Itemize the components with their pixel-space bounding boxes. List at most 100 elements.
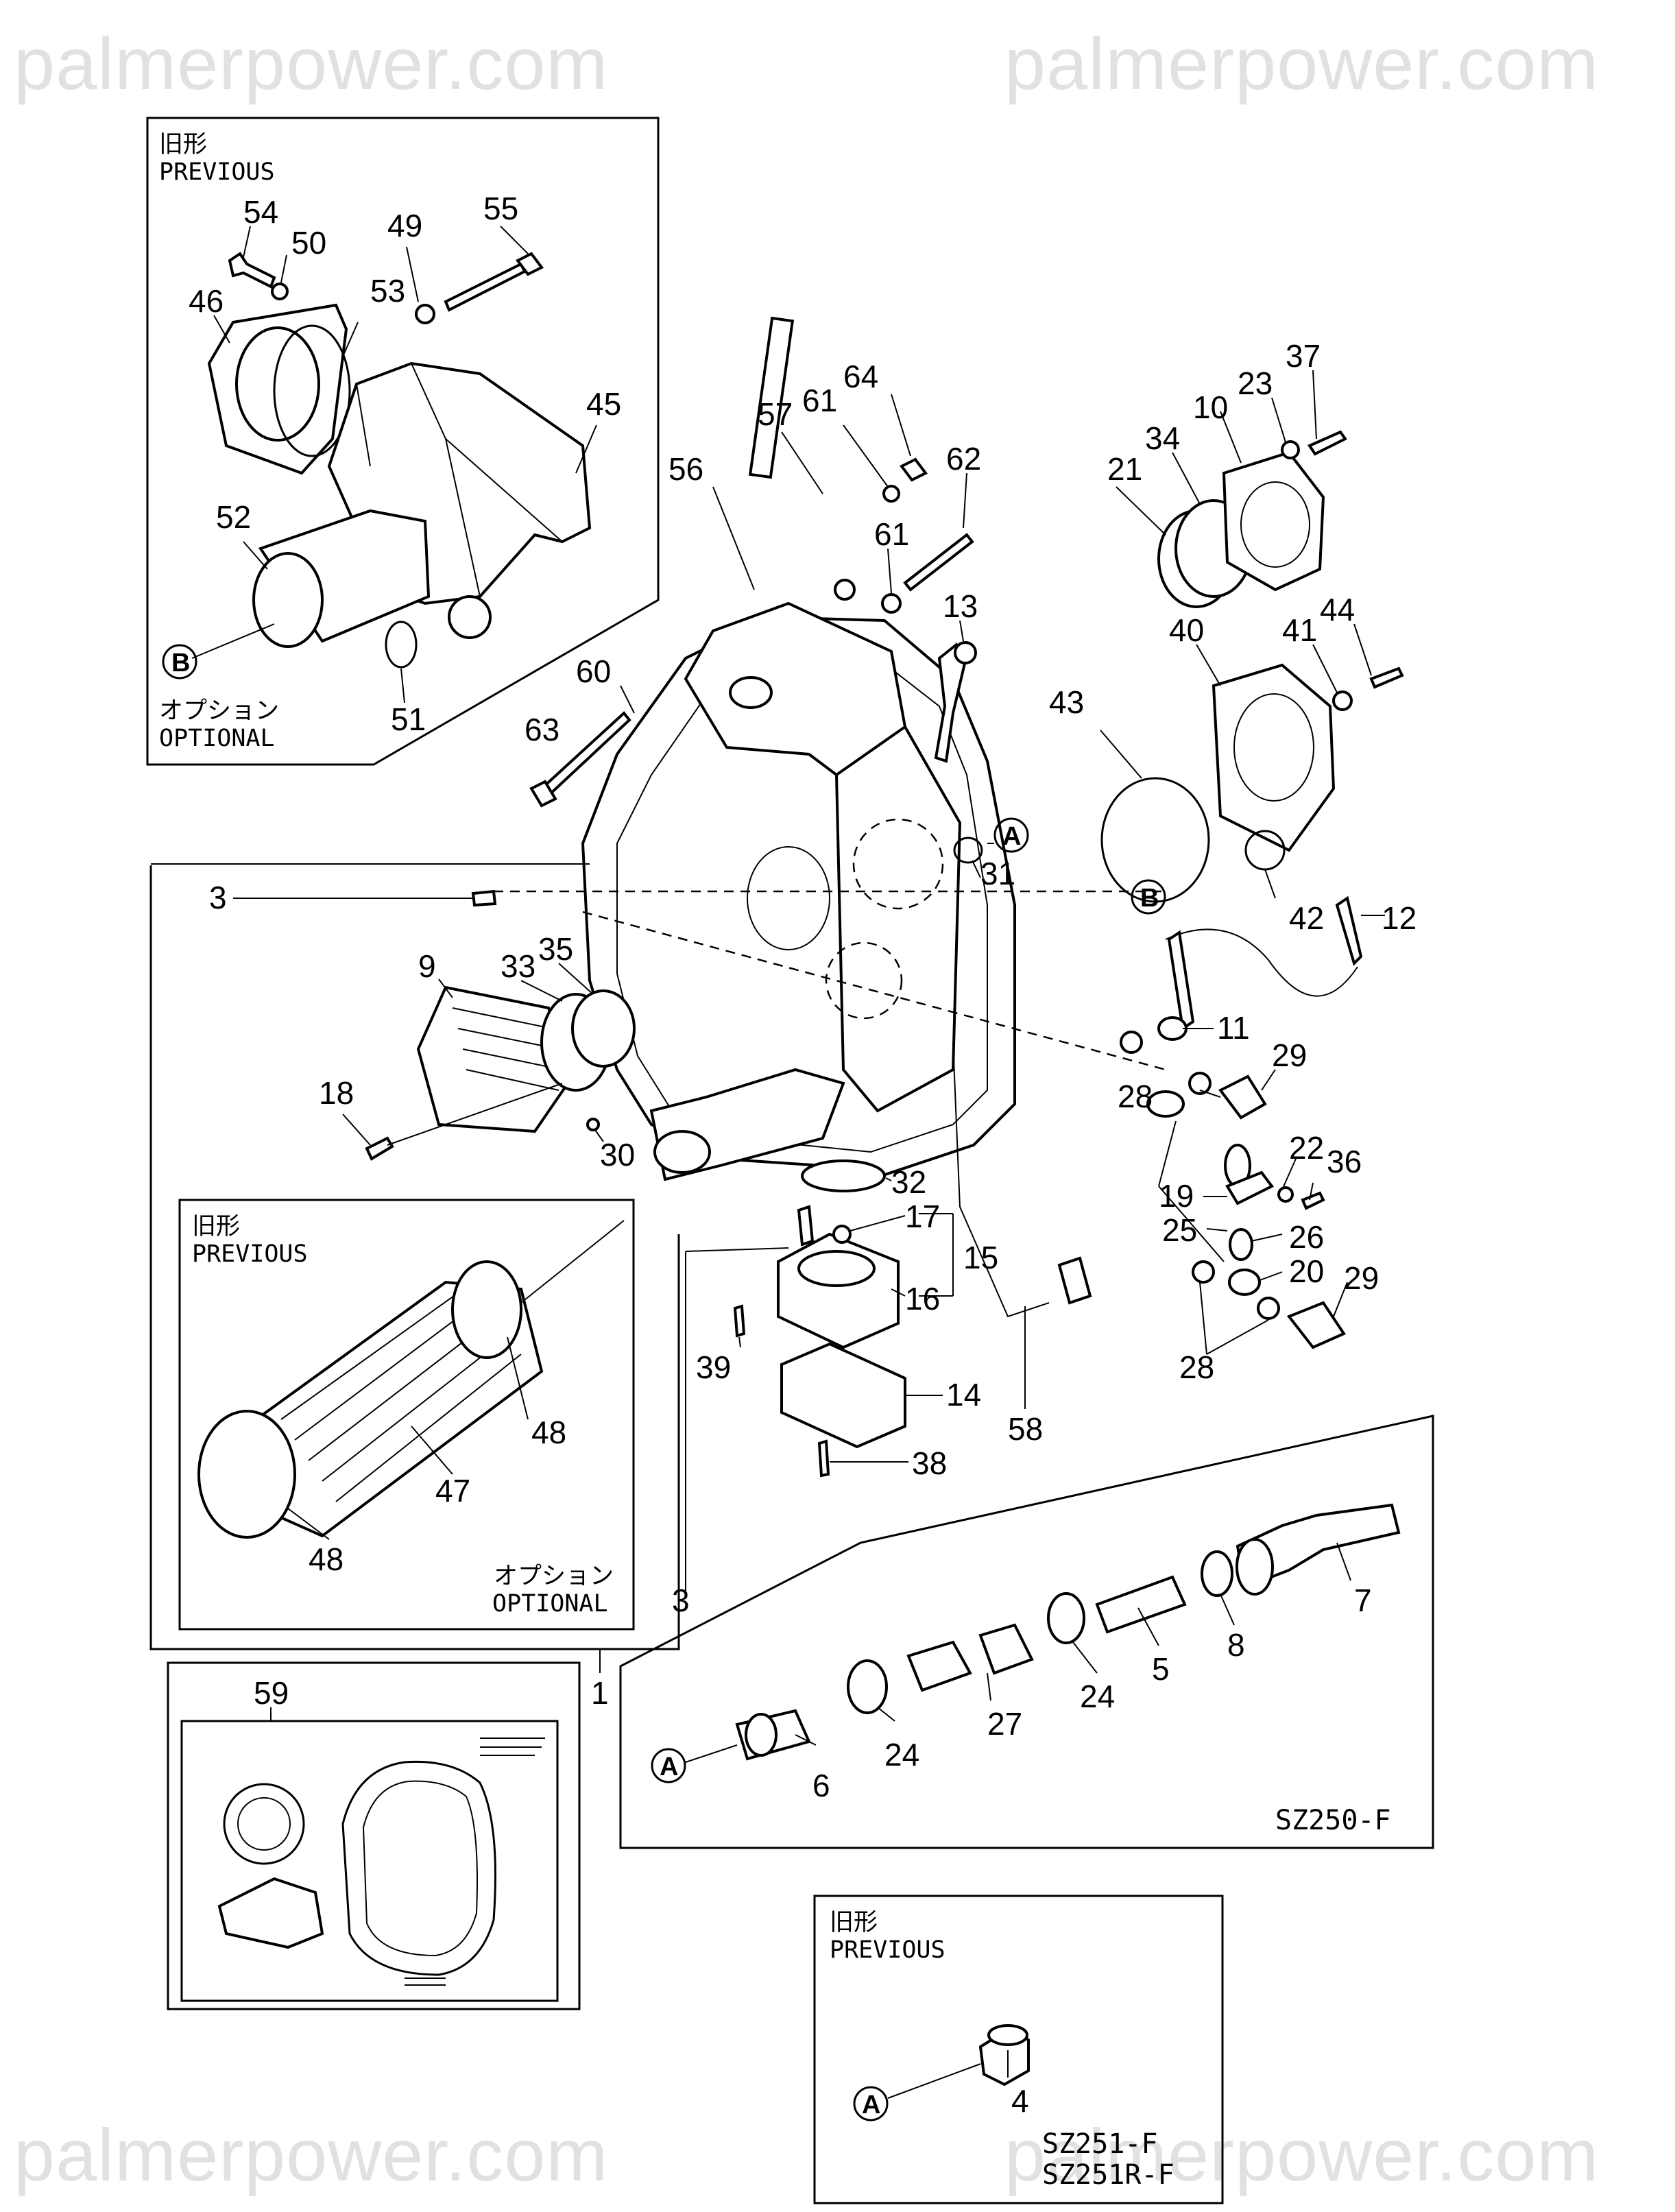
- label-48-lower: 48: [309, 1541, 344, 1577]
- washer-60: [834, 579, 856, 601]
- bracket-57: [748, 316, 795, 479]
- label-36: 36: [1327, 1144, 1362, 1179]
- banjo-leaders: [1158, 1120, 1225, 1262]
- sleeve-26: [1229, 1228, 1253, 1261]
- drive-unit-sketch: [217, 1877, 324, 1949]
- label-15: 15: [963, 1240, 998, 1275]
- gasket-round: [223, 1783, 305, 1865]
- clamp-24-left: [847, 1659, 888, 1714]
- main-housing-56: A: [494, 316, 1166, 1181]
- main-housing-top-hole: [729, 676, 773, 709]
- main-housing-right-block: [834, 725, 962, 1113]
- bolt-55: [444, 262, 527, 312]
- label-3-bottom: 3: [672, 1583, 690, 1618]
- leader-6: [795, 1734, 817, 1746]
- ref-a-main-label: A: [1002, 822, 1021, 851]
- plug-4-top: [987, 2024, 1028, 2046]
- pipe-5: [1095, 1575, 1187, 1634]
- label-4: 4: [1011, 2083, 1029, 2119]
- grille-9-ribs: [452, 1007, 563, 1091]
- bolt-62: [903, 533, 974, 592]
- strainer-7-head: [1236, 1538, 1274, 1596]
- label-39: 39: [696, 1349, 731, 1385]
- stud-17: [797, 1205, 815, 1247]
- label-28-lower: 28: [1179, 1349, 1214, 1385]
- leader-34: [1172, 452, 1201, 505]
- leader-25: [1206, 1228, 1228, 1231]
- bolt-54: [228, 252, 276, 289]
- ref-b-main-circle: [1131, 879, 1166, 915]
- leader-5: [1137, 1607, 1159, 1646]
- label-45: 45: [586, 386, 621, 422]
- banjo-11-body: [1146, 1090, 1185, 1118]
- ref-a-sz250-leader: [685, 1744, 738, 1763]
- leader-62: [963, 472, 967, 529]
- housing-45-edges: [356, 363, 563, 597]
- label-18: 18: [319, 1075, 354, 1111]
- label-44: 44: [1320, 592, 1355, 627]
- leader-40: [1196, 644, 1221, 686]
- label-58: 58: [1008, 1411, 1043, 1447]
- label-29-upper: 29: [1272, 1037, 1307, 1073]
- bolt-29-lower: [1286, 1301, 1346, 1349]
- flange-40: [1212, 663, 1336, 852]
- inset-59: [167, 1661, 581, 2010]
- label-37: 37: [1286, 338, 1321, 374]
- label-7: 7: [1354, 1583, 1372, 1618]
- label-34: 34: [1145, 420, 1180, 456]
- leader-43: [1100, 730, 1142, 779]
- fitting-12: [1335, 895, 1363, 966]
- fitting-6-collar: [745, 1713, 778, 1757]
- bolt-17-head: [832, 1225, 852, 1244]
- washer-49: [415, 304, 435, 324]
- ref-a-sz250-circle: [651, 1748, 686, 1783]
- leader-42: [1264, 869, 1276, 899]
- hose-12-line: [1165, 928, 1358, 997]
- label-51: 51: [391, 701, 426, 737]
- leader-56: [712, 486, 755, 590]
- leader-52: [243, 541, 268, 570]
- label-38: 38: [912, 1445, 947, 1481]
- inset-previous-pump-optional-jp: オプション: [159, 697, 279, 725]
- watermark-bottom-right: palmerpower.com: [1004, 2113, 1600, 2196]
- inset-59-sheet: [180, 1720, 559, 2002]
- banjo-11-eye: [1157, 1016, 1188, 1041]
- label-56: 56: [668, 451, 703, 487]
- leader-29-upper: [1261, 1069, 1276, 1091]
- label-6: 6: [812, 1768, 830, 1803]
- leader-10: [1220, 411, 1242, 464]
- sleeve-27-b: [978, 1623, 1034, 1675]
- gasket-large-inner: [362, 1780, 478, 1957]
- banjo-11-pipe: [1167, 930, 1195, 1031]
- ref-a-sz251-label: A: [862, 2091, 880, 2119]
- ref-a-main-circle: [993, 817, 1029, 853]
- bolt-29-upper: [1218, 1074, 1267, 1120]
- label-22: 22: [1289, 1130, 1324, 1166]
- washer-28-upper-b: [1188, 1072, 1212, 1095]
- leader-61-upper: [843, 424, 889, 488]
- ring-8: [1201, 1550, 1233, 1597]
- label-40: 40: [1169, 612, 1204, 648]
- bolt-38: [817, 1439, 830, 1478]
- leader-55: [500, 226, 529, 254]
- label-10: 10: [1193, 389, 1228, 425]
- washer-50: [271, 282, 289, 300]
- bolt-44: [1369, 666, 1404, 689]
- inset-previous-hose-leader: [520, 1220, 625, 1303]
- label-19: 19: [1159, 1178, 1194, 1214]
- pipe-19: [1225, 1170, 1275, 1205]
- leader-57: [781, 431, 823, 494]
- sleeve-52-mouth: [252, 552, 324, 648]
- sleeve-27-a: [906, 1640, 972, 1692]
- leader-18: [342, 1114, 371, 1146]
- part-number-labels: 54 50 46 53 49 55 45 52 51 56 57 61 64 6…: [189, 191, 1417, 2119]
- leader-50: [280, 254, 287, 283]
- leader-28-upper: [1199, 1090, 1221, 1098]
- ref-a-sz250-label: A: [660, 1753, 678, 1781]
- mount-group: [685, 1042, 1092, 1591]
- inset-previous-hose: 旧形 PREVIOUS オプション OPTIONAL: [178, 1199, 635, 1631]
- banjo-20: [1228, 1269, 1261, 1296]
- label-24-right: 24: [1080, 1679, 1115, 1714]
- flange-46-bore: [235, 326, 320, 442]
- label-12: 12: [1382, 900, 1417, 936]
